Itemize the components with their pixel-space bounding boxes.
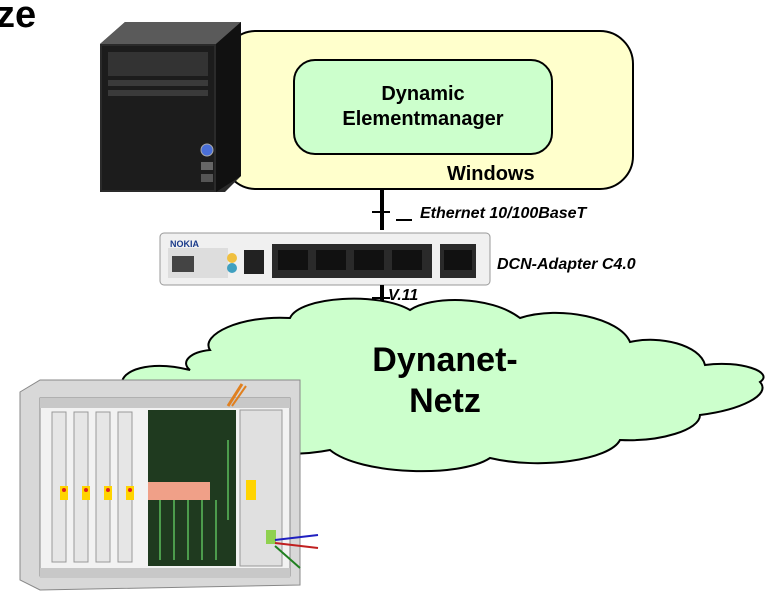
dcn-adapter-label: DCN-Adapter C4.0 [497, 256, 636, 273]
elementmanager-box: Dynamic Elementmanager [293, 59, 553, 155]
pc-tower-icon [100, 22, 241, 192]
network-label-line1: Dynanet- [372, 341, 518, 379]
dcn-adapter-device [159, 232, 491, 286]
network-label: Dynanet- Netz [330, 340, 560, 423]
elementmanager-line2: Elementmanager [342, 108, 504, 130]
v11-label: V.11 [388, 287, 419, 304]
adapter-brand-label: NOKIA [170, 239, 200, 249]
elementmanager-line1: Dynamic [381, 83, 465, 105]
equipment-rack-icon [19, 379, 319, 591]
ethernet-link-line [372, 190, 412, 230]
page-title-fragment: ze [0, 0, 37, 36]
ethernet-label: Ethernet 10/100BaseT [420, 205, 587, 222]
network-label-line2: Netz [409, 382, 481, 421]
os-label: Windows [447, 163, 535, 185]
